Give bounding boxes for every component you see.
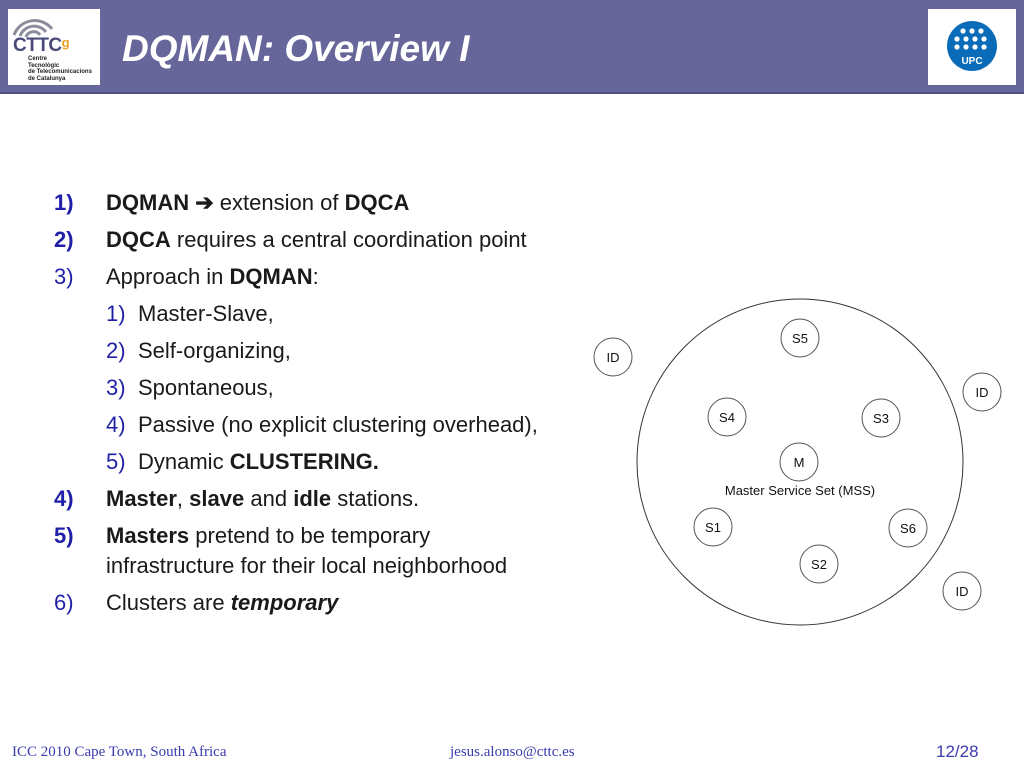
node-s2: S2: [799, 544, 839, 584]
node-s5: S5: [780, 318, 820, 358]
svg-text:S6: S6: [900, 521, 916, 536]
slide-title: DQMAN: Overview I: [122, 28, 470, 69]
cttc-logo: CTTCg Centre Tecnològic de Telecomunicac…: [8, 9, 100, 85]
arrow-right-icon: ➔: [195, 190, 214, 215]
mss-boundary: [636, 298, 964, 626]
svg-text:S1: S1: [705, 520, 721, 535]
svg-text:S3: S3: [873, 411, 889, 426]
footer-conference: ICC 2010 Cape Town, South Africa: [12, 744, 227, 760]
node-s4: S4: [707, 397, 747, 437]
node-master: M: [779, 442, 819, 482]
page-number: 12/28: [936, 742, 979, 761]
cttc-wordmark: CTTCg: [13, 35, 70, 56]
svg-text:S2: S2: [811, 557, 827, 572]
header-divider: [0, 92, 1024, 94]
cttc-subtitle: Centre Tecnològic de Telecomunicacions d…: [28, 56, 92, 82]
svg-text:ID: ID: [956, 584, 969, 599]
node-s6: S6: [888, 508, 928, 548]
svg-text:ID: ID: [607, 350, 620, 365]
svg-text:UPC: UPC: [961, 56, 982, 67]
mss-label: Master Service Set (MSS): [725, 483, 875, 498]
slide-header: [0, 0, 1024, 92]
node-idle: ID: [593, 337, 633, 377]
svg-text:M: M: [794, 455, 805, 470]
signal-arcs-icon: [12, 19, 54, 38]
node-s3: S3: [861, 398, 901, 438]
upc-logo: UPC: [928, 9, 1016, 85]
footer-email: jesus.alonso@cttc.es: [450, 744, 575, 760]
node-s1: S1: [693, 507, 733, 547]
svg-text:S4: S4: [719, 410, 735, 425]
svg-text:S5: S5: [792, 331, 808, 346]
node-idle: ID: [942, 571, 982, 611]
svg-text:ID: ID: [976, 385, 989, 400]
mss-diagram: S5 S4 S3 M Master Service Set (MSS) S1 S…: [593, 298, 1002, 626]
node-idle: ID: [962, 372, 1002, 412]
